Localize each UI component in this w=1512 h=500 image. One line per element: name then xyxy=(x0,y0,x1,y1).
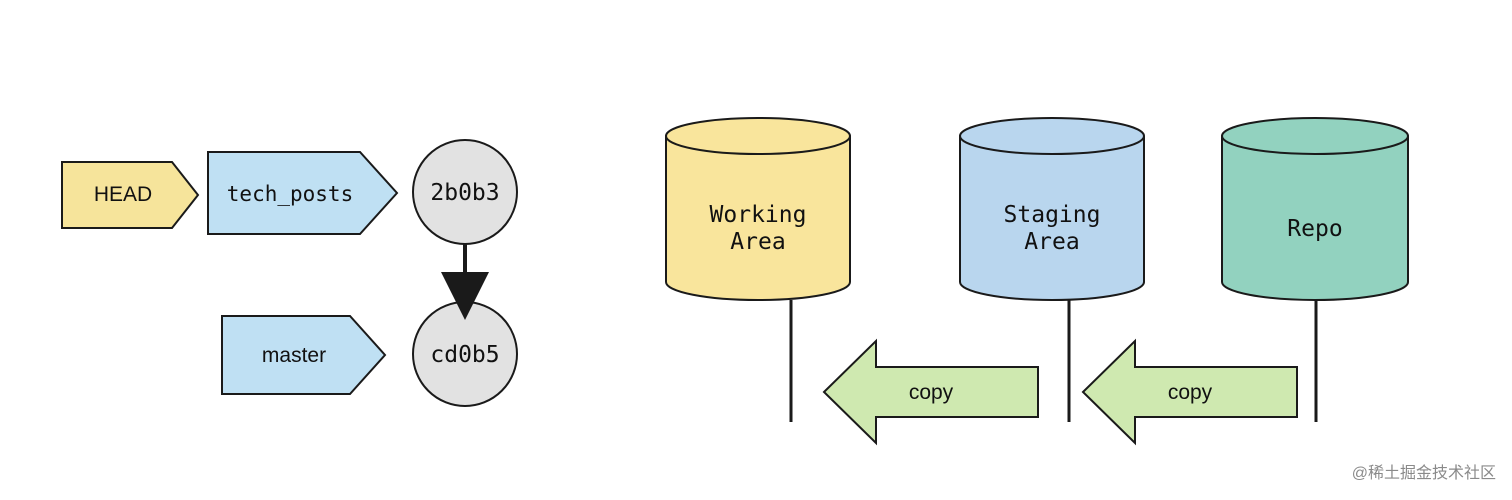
watermark-text: @稀土掘金技术社区 xyxy=(1352,464,1496,482)
staging-area-label-line1: Staging xyxy=(1004,202,1101,228)
tech-posts-pointer-shape xyxy=(207,151,399,235)
commit-label-2b0b3: 2b0b3 xyxy=(430,180,499,206)
copy-arrow-to-working: copy xyxy=(822,338,1039,446)
staging-area-label-line2: Area xyxy=(1024,229,1079,255)
repo-label: Repo xyxy=(1287,216,1342,242)
working-area-label-line1: Working xyxy=(710,202,807,228)
working-area-label-line2: Area xyxy=(730,229,785,255)
branch-diagram: HEAD tech_posts master 2b0b3 cd0b5 xyxy=(61,139,518,407)
git-areas-diagram: Working Area Staging Area Repo copy copy xyxy=(665,117,1409,446)
copy-label-2: copy xyxy=(1168,381,1213,404)
tech-posts-pointer-label: tech_posts xyxy=(227,182,353,206)
working-area-cylinder: Working Area xyxy=(665,117,851,301)
head-pointer-shape xyxy=(61,161,200,229)
head-pointer-label: HEAD xyxy=(94,183,152,206)
commit-label-cd0b5: cd0b5 xyxy=(430,342,499,368)
master-pointer-label: master xyxy=(262,344,326,367)
staging-area-cylinder: Staging Area xyxy=(959,117,1145,301)
copy-label-1: copy xyxy=(909,381,954,404)
master-pointer-shape xyxy=(221,315,387,395)
copy-arrow-to-staging: copy xyxy=(1081,338,1298,446)
repo-cylinder: Repo xyxy=(1221,117,1409,301)
